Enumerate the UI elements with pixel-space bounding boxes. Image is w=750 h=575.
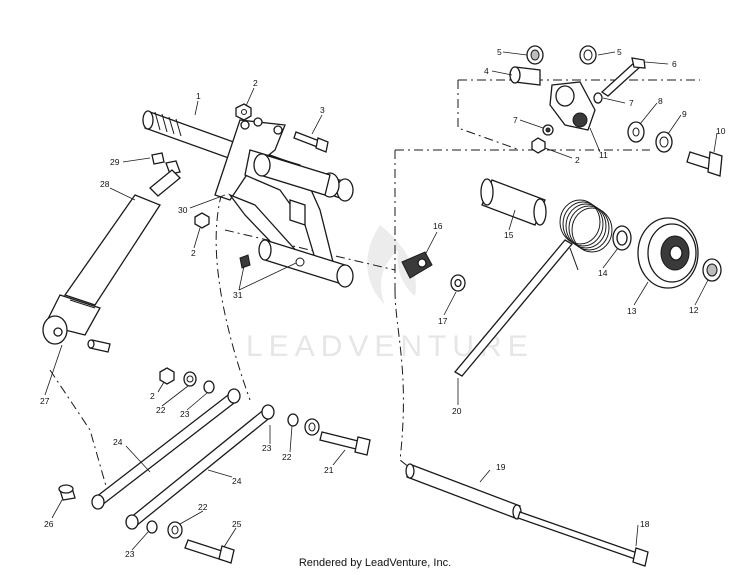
linkage-rod-part-24-upper xyxy=(91,388,241,510)
callout-2-top: 2 xyxy=(253,78,258,88)
bushing-part-5-left xyxy=(526,45,544,65)
bolt-part-18 xyxy=(517,511,649,567)
callout-31: 31 xyxy=(233,290,243,300)
nut-part-2-top xyxy=(235,103,252,121)
bolt-part-25 xyxy=(184,539,235,564)
callout-19: 19 xyxy=(496,462,506,472)
washer-part-7-mid xyxy=(542,124,554,136)
callout-29: 29 xyxy=(110,157,120,167)
callout-28: 28 xyxy=(100,179,110,189)
callout-13: 13 xyxy=(627,306,637,316)
bushing-part-26 xyxy=(58,484,76,501)
idler-wheel-part-13 xyxy=(637,217,699,289)
callout-10: 10 xyxy=(716,126,726,136)
bushing-part-12 xyxy=(702,258,722,282)
bolt-part-31 xyxy=(239,254,305,269)
callout-27: 27 xyxy=(40,396,50,406)
callout-21: 21 xyxy=(324,465,334,475)
nut-part-2-lower xyxy=(159,367,175,385)
bolt-part-10 xyxy=(686,151,723,177)
nut-part-2-left xyxy=(194,212,210,229)
bushing-part-23-upper xyxy=(203,380,215,394)
arm-part-11 xyxy=(549,81,596,131)
bushing-part-23-lower xyxy=(146,520,158,534)
callout-17: 17 xyxy=(438,316,448,326)
callout-22-lower: 22 xyxy=(198,502,208,512)
callout-2-arm: 2 xyxy=(575,155,580,165)
callout-23-lower: 23 xyxy=(125,549,135,559)
bushing-part-5-right xyxy=(579,45,597,65)
callout-23-mid: 23 xyxy=(262,443,272,453)
callout-20: 20 xyxy=(452,406,462,416)
callout-7-right: 7 xyxy=(629,98,634,108)
callout-23-upper: 23 xyxy=(180,409,190,419)
bolt-part-21 xyxy=(319,431,371,456)
bolt-part-3 xyxy=(293,131,329,153)
washer-part-22-lower xyxy=(167,521,183,539)
callout-16: 16 xyxy=(433,221,443,231)
callout-24-upper: 24 xyxy=(113,437,123,447)
sleeve-part-4 xyxy=(509,66,541,86)
callout-22-mid: 22 xyxy=(282,452,292,462)
callout-22-upper: 22 xyxy=(156,405,166,415)
bushing-part-23-mid xyxy=(287,413,299,427)
pivot-arm-part-30 xyxy=(214,117,354,288)
bushing-part-22-upper xyxy=(183,371,197,387)
tube-part-19 xyxy=(405,463,522,520)
callout-5-left: 5 xyxy=(497,47,502,57)
callout-3: 3 xyxy=(320,105,325,115)
callout-7-left: 7 xyxy=(513,115,518,125)
washer-part-22-mid xyxy=(304,418,320,436)
callout-8: 8 xyxy=(658,96,663,106)
bracket-part-16 xyxy=(401,251,433,279)
callout-15: 15 xyxy=(504,230,514,240)
callout-2-lower: 2 xyxy=(150,391,155,401)
footer-credit: Rendered by LeadVenture, Inc. xyxy=(298,557,452,569)
callout-9: 9 xyxy=(682,109,687,119)
washer-part-17 xyxy=(450,274,466,292)
callout-14: 14 xyxy=(598,268,608,278)
callout-30: 30 xyxy=(178,205,188,215)
callout-25: 25 xyxy=(232,519,242,529)
leader-lines xyxy=(44,51,718,551)
washer-part-7-top xyxy=(593,92,603,104)
callout-11: 11 xyxy=(599,150,608,160)
callout-6: 6 xyxy=(672,59,677,69)
callout-26: 26 xyxy=(44,519,54,529)
washer-part-14 xyxy=(612,225,632,251)
callout-1: 1 xyxy=(196,91,201,101)
bolt-part-6 xyxy=(600,57,646,97)
linkage-rod-part-24-lower xyxy=(125,404,275,530)
pin-part-27 xyxy=(87,339,111,353)
callout-2-left: 2 xyxy=(191,248,196,258)
callout-4: 4 xyxy=(484,66,489,76)
washer-part-9 xyxy=(655,131,673,153)
callout-5-right: 5 xyxy=(617,47,622,57)
callout-12: 12 xyxy=(689,305,699,315)
callout-labels: 1 2 3 29 28 30 2 31 16 17 15 20 14 13 12… xyxy=(40,47,726,559)
spacer-part-29 xyxy=(151,152,181,175)
torsion-spring-part-20 xyxy=(454,199,613,377)
washer-part-8 xyxy=(627,121,645,143)
sleeve-part-15 xyxy=(480,178,547,226)
shock-absorber-part-28 xyxy=(42,169,181,345)
callout-18: 18 xyxy=(640,519,650,529)
nut-part-2-arm xyxy=(531,137,546,154)
callout-24-lower: 24 xyxy=(232,476,242,486)
